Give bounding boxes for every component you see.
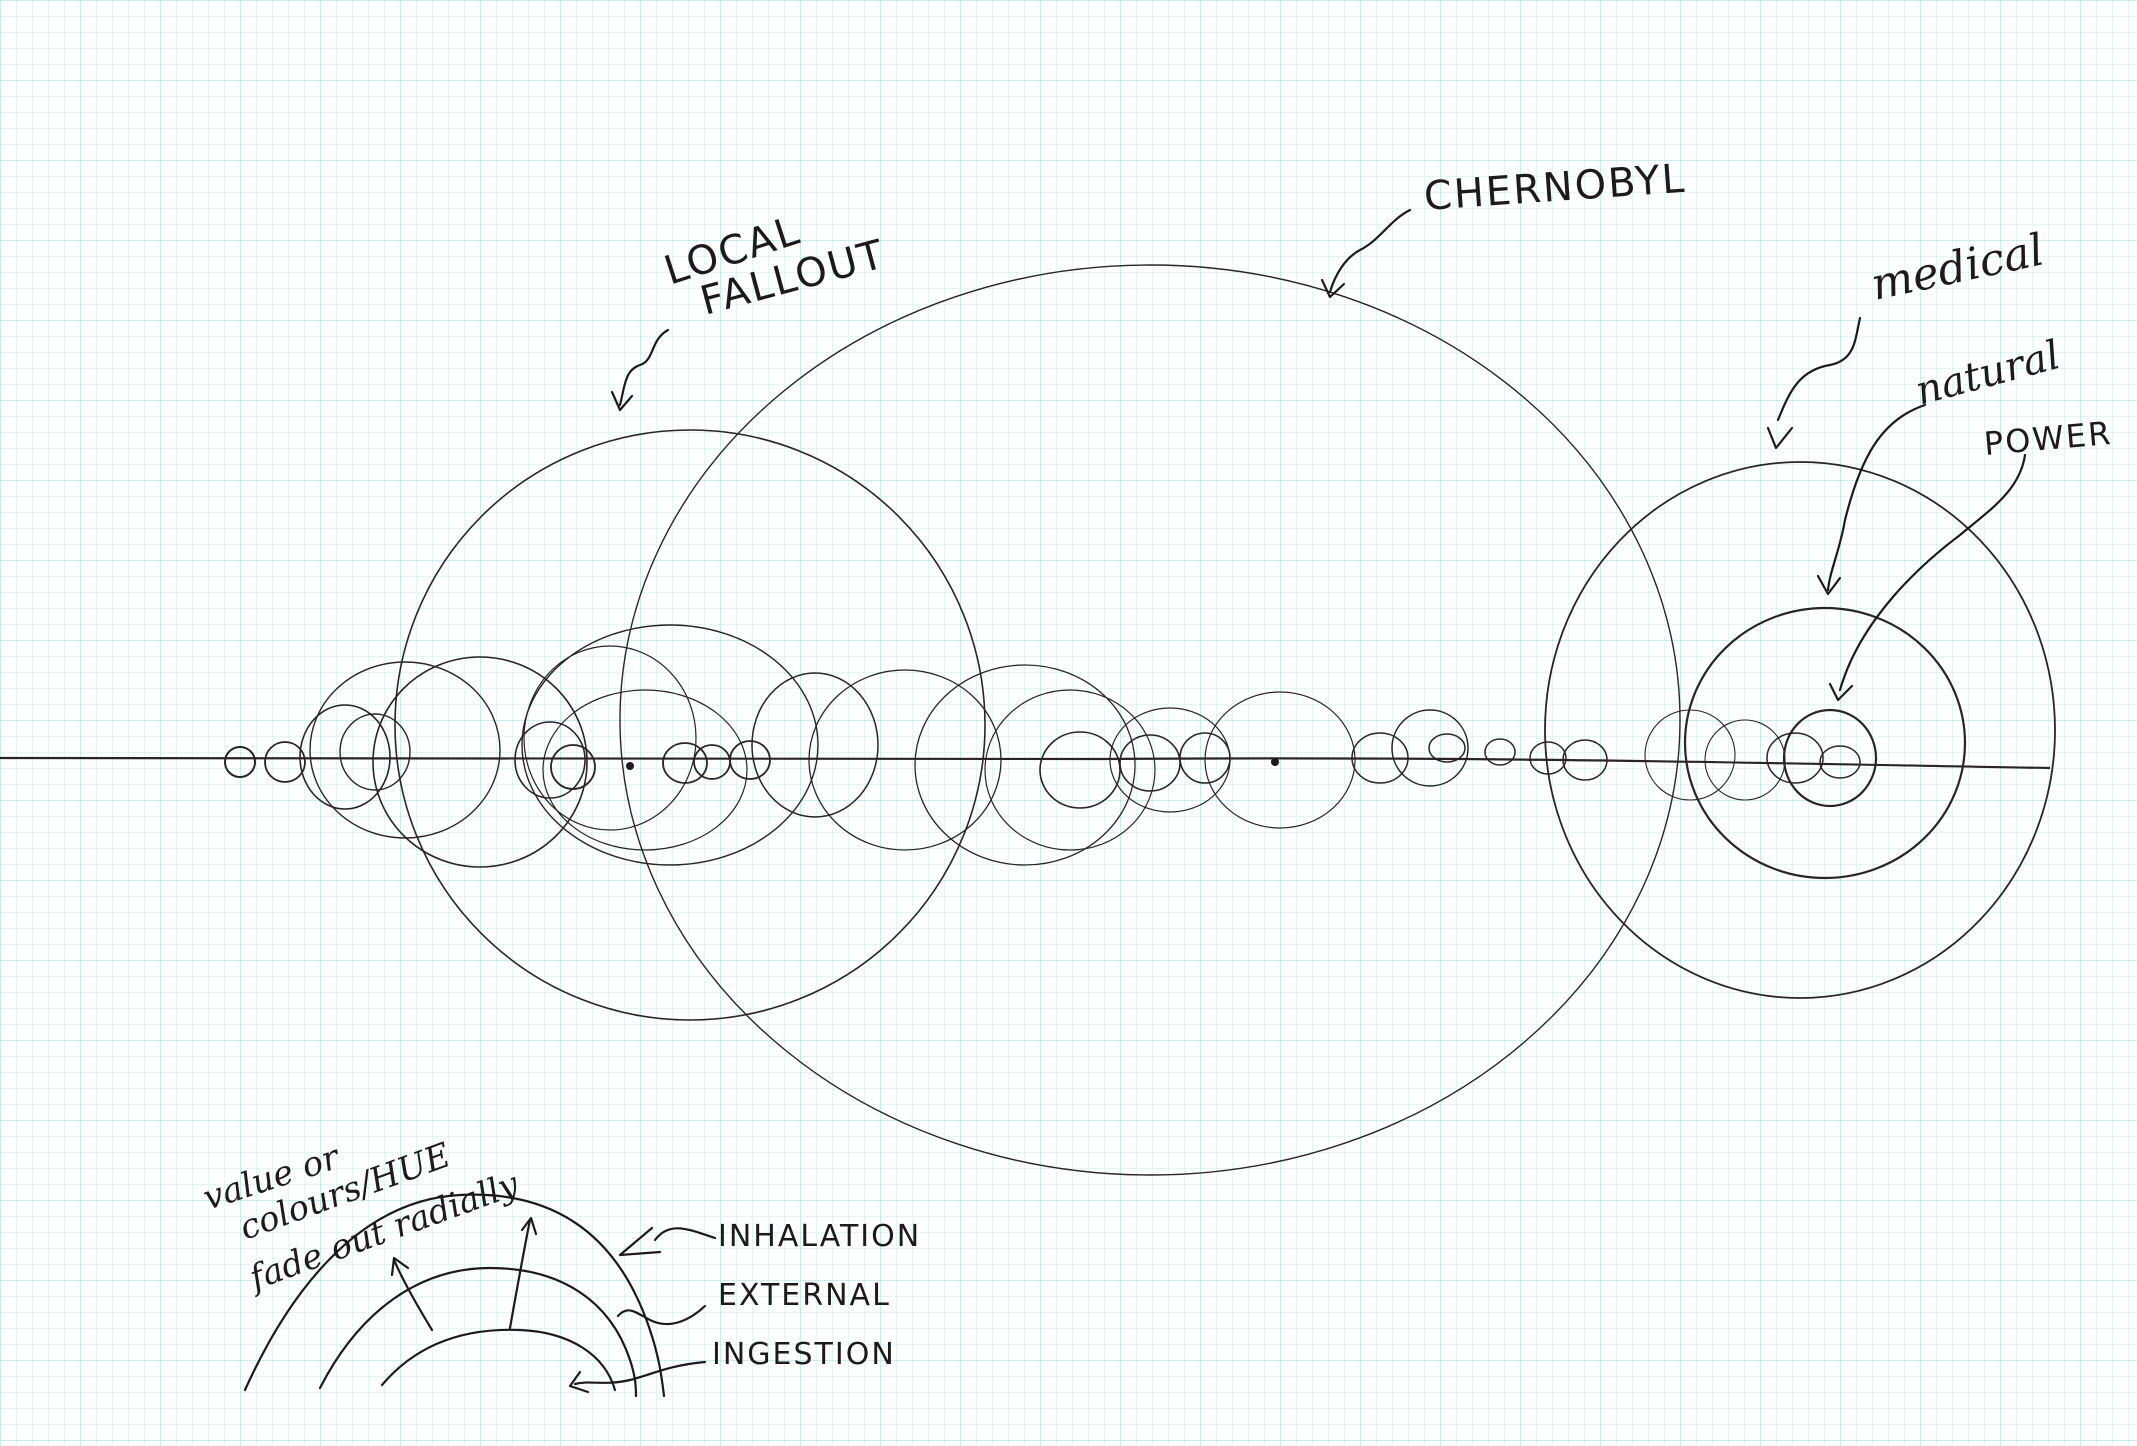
ingestion-arc bbox=[380, 1328, 617, 1392]
event-circle bbox=[1766, 732, 1824, 784]
event-circle bbox=[1484, 738, 1516, 766]
event-circle bbox=[1039, 731, 1121, 809]
event-circle bbox=[1204, 691, 1356, 829]
power-arrow bbox=[1838, 453, 2027, 692]
event-circle bbox=[984, 689, 1156, 851]
external-pointer bbox=[616, 1304, 707, 1326]
local-fallout-arrow bbox=[618, 328, 670, 407]
inhalation-pointer bbox=[653, 1227, 717, 1242]
event-circle bbox=[1391, 709, 1469, 787]
event-circle bbox=[1351, 732, 1409, 784]
event-circle bbox=[521, 624, 819, 866]
power-circle bbox=[1782, 708, 1878, 808]
event-circle bbox=[914, 664, 1136, 866]
event-circle bbox=[550, 744, 596, 790]
event-circle bbox=[339, 713, 411, 791]
event-circle bbox=[542, 689, 748, 851]
event-circle bbox=[729, 740, 771, 780]
legend-external-label: EXTERNAL bbox=[718, 1278, 891, 1313]
small-circles bbox=[224, 704, 1861, 810]
event-circle bbox=[808, 669, 1002, 851]
event-circle bbox=[1704, 719, 1786, 801]
external-arc bbox=[318, 1266, 638, 1398]
event-circle bbox=[1644, 709, 1736, 801]
natural-arrow bbox=[1826, 403, 1927, 592]
legend-ingestion-label: INGESTION bbox=[712, 1337, 896, 1372]
inhalation-arc bbox=[243, 1193, 666, 1398]
event-circle bbox=[523, 645, 697, 831]
event-circle bbox=[1529, 741, 1567, 775]
event-circle bbox=[514, 721, 586, 799]
medical-arrow bbox=[1776, 316, 1862, 422]
legend-inhalation-label: INHALATION bbox=[718, 1219, 921, 1254]
event-dot bbox=[626, 762, 634, 770]
event-dot bbox=[1271, 758, 1279, 766]
event-circle bbox=[1562, 739, 1608, 781]
baseline-axis bbox=[0, 756, 2051, 770]
chernobyl-circle bbox=[619, 264, 1681, 1176]
chernobyl-arrow bbox=[1328, 208, 1412, 294]
radial-arrow bbox=[508, 1218, 532, 1330]
event-circle bbox=[1819, 745, 1861, 779]
medium-circles bbox=[309, 624, 1786, 868]
event-circle bbox=[751, 672, 879, 818]
event-circle bbox=[1428, 733, 1466, 763]
local-fallout-circle bbox=[394, 429, 986, 1021]
event-circle bbox=[662, 742, 708, 784]
annotation-arrows bbox=[610, 208, 2027, 702]
event-circle bbox=[264, 741, 306, 783]
event-circle bbox=[299, 704, 391, 810]
natural-circle bbox=[1683, 606, 1967, 880]
major-circles bbox=[394, 264, 2056, 1176]
event-circle bbox=[224, 746, 256, 778]
ingestion-pointer bbox=[573, 1360, 707, 1386]
event-circle bbox=[372, 656, 588, 868]
medical-circle bbox=[1544, 461, 2056, 999]
radial-arrow bbox=[392, 1258, 434, 1332]
event-circle bbox=[309, 661, 501, 839]
event-circle bbox=[1179, 732, 1231, 784]
